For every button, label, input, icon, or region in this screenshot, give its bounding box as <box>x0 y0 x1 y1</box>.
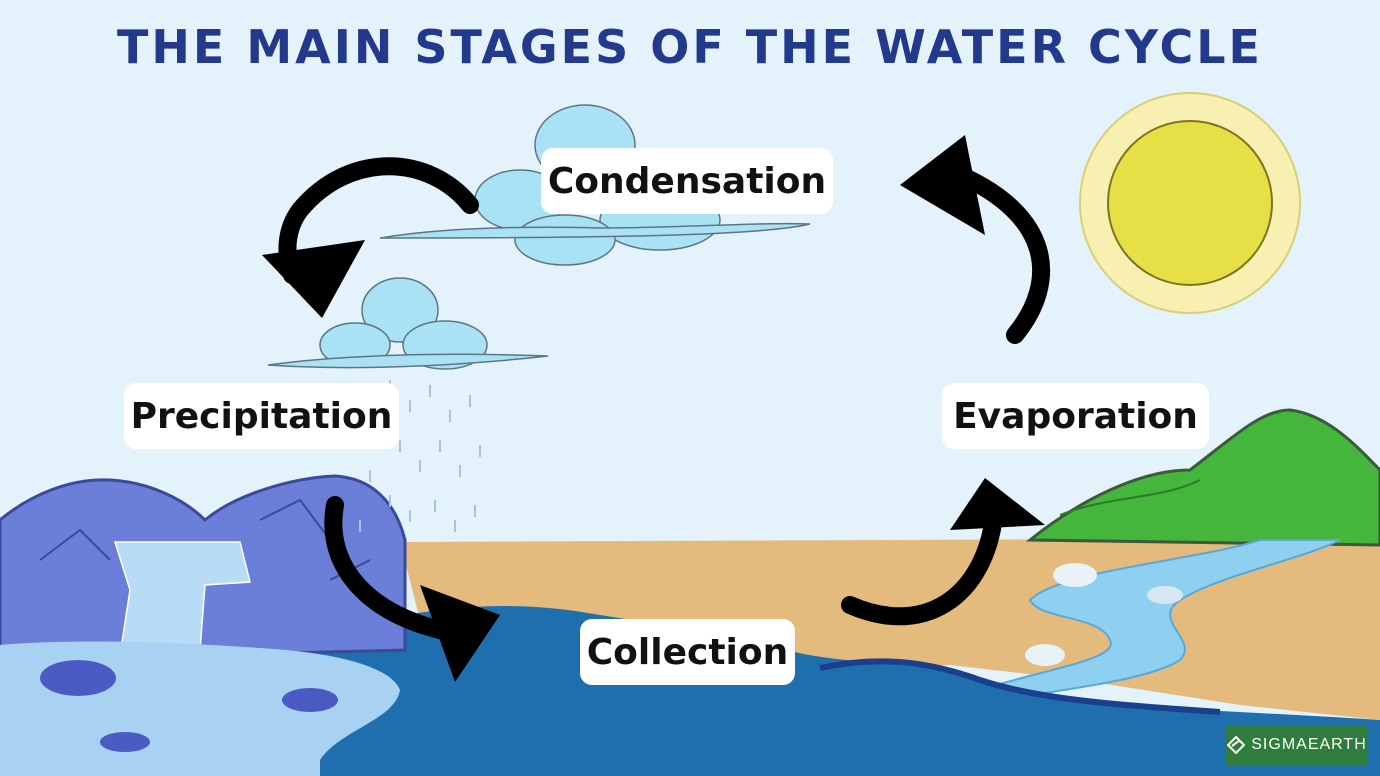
cloud-lower <box>267 277 549 370</box>
arrow-condensation-to-precipitation <box>278 157 479 284</box>
rain-drops <box>359 380 481 532</box>
cycle-arrows <box>278 157 1051 639</box>
brand-name: SIGMAEARTH <box>1251 736 1367 753</box>
arrowhead-evaporation <box>950 478 1045 530</box>
waterfall <box>113 541 251 656</box>
arrow-heads <box>262 135 1045 682</box>
arrow-collection-to-evaporation <box>841 496 1004 626</box>
river-rock <box>1147 586 1183 604</box>
river-rock <box>1053 563 1097 587</box>
river-rock <box>1025 644 1065 666</box>
arrow-precipitation-to-collection <box>324 496 449 639</box>
stage-label-precipitation: Precipitation <box>124 383 399 449</box>
arrowhead-precipitation <box>262 240 365 318</box>
arrow-evaporation-to-condensation <box>951 166 1051 344</box>
page-title: THE MAIN STAGES OF THE WATER CYCLE <box>117 20 1263 74</box>
arrowhead-collection <box>420 585 500 682</box>
shoreline <box>819 658 1221 715</box>
green-hill <box>1025 408 1380 547</box>
hill-ridge <box>1059 479 1201 516</box>
stage-label-evaporation: Evaporation <box>942 383 1209 449</box>
pool-rock <box>282 688 338 712</box>
brand-badge: SIGMAEARTH <box>1226 725 1368 765</box>
stage-label-condensation: Condensation <box>541 148 833 214</box>
stage-label-collection: Collection <box>580 619 795 685</box>
diamond-leaf-icon <box>1227 736 1246 754</box>
pool-rock <box>40 660 116 696</box>
pool-rock <box>100 732 150 752</box>
sun <box>1079 92 1301 314</box>
arrowhead-condensation <box>900 135 985 235</box>
